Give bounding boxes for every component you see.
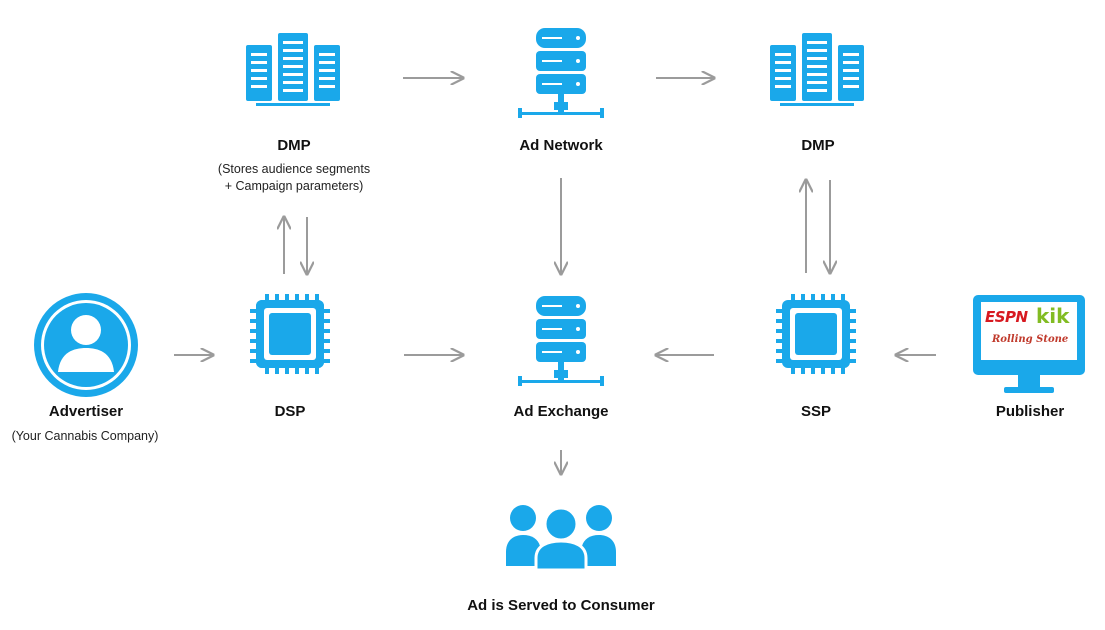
- database-server-icon: [518, 28, 604, 118]
- publisher-title: Publisher: [995, 403, 1065, 420]
- publisher-logo-espn: ESPN: [985, 308, 1028, 326]
- dmp-left-subtitle-1: (Stores audience segments: [217, 162, 371, 176]
- ssp-title: SSP: [800, 403, 831, 420]
- advertiser-subtitle: (Your Cannabis Company): [11, 429, 159, 443]
- dsp-title: DSP: [274, 403, 306, 420]
- dmp-left-subtitle-2: + Campaign parameters): [224, 179, 364, 193]
- monitor-icon: [973, 295, 1085, 393]
- server-rack-icon: [770, 33, 864, 106]
- ad-exchange-title: Ad Exchange: [513, 403, 609, 420]
- publisher-logo-kik: kik: [1036, 304, 1070, 328]
- dmp-left-title: DMP: [277, 137, 311, 154]
- cpu-chip-icon: [250, 294, 330, 374]
- consumer-title: Ad is Served to Consumer: [467, 597, 655, 614]
- advertiser-title: Advertiser: [48, 403, 124, 420]
- user-avatar-icon: [34, 293, 138, 397]
- database-server-icon: [518, 296, 604, 386]
- server-rack-icon: [246, 33, 340, 106]
- publisher-logo-rolling-stone: Rolling Stone: [992, 334, 1069, 345]
- ad-network-title: Ad Network: [519, 137, 603, 154]
- dmp-right-title: DMP: [801, 137, 835, 154]
- cpu-chip-icon: [776, 294, 856, 374]
- user-group-icon: [506, 505, 616, 572]
